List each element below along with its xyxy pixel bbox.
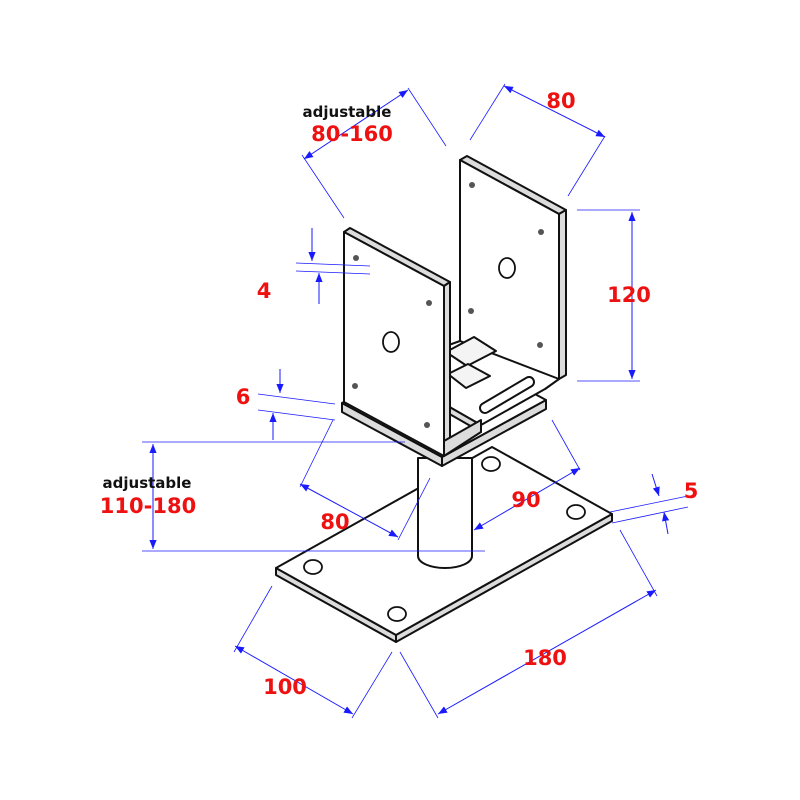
base-thickness-label: 5 <box>684 479 699 503</box>
adjustable-bottom-note: adjustable <box>103 474 192 492</box>
width-top-label: 80 <box>546 89 575 113</box>
plate-thickness-label: 6 <box>236 385 251 409</box>
base-length-label: 180 <box>523 646 567 670</box>
adjustable-top-note: adjustable <box>303 103 392 121</box>
range-top-label: 80-160 <box>311 122 393 146</box>
dimension-labels: adjustable 80-160 80 120 4 6 adjustable … <box>100 89 699 699</box>
support-tube <box>417 457 473 569</box>
bracket-holes <box>352 182 544 428</box>
side-thickness-label: 4 <box>257 279 272 303</box>
width-mid-label: 90 <box>511 488 540 512</box>
depth-mid-label: 80 <box>320 510 349 534</box>
bracket-height-label: 120 <box>607 283 651 307</box>
range-bottom-label: 110-180 <box>100 494 196 518</box>
dimension-lines <box>142 83 689 719</box>
base-width-label: 100 <box>263 675 307 699</box>
